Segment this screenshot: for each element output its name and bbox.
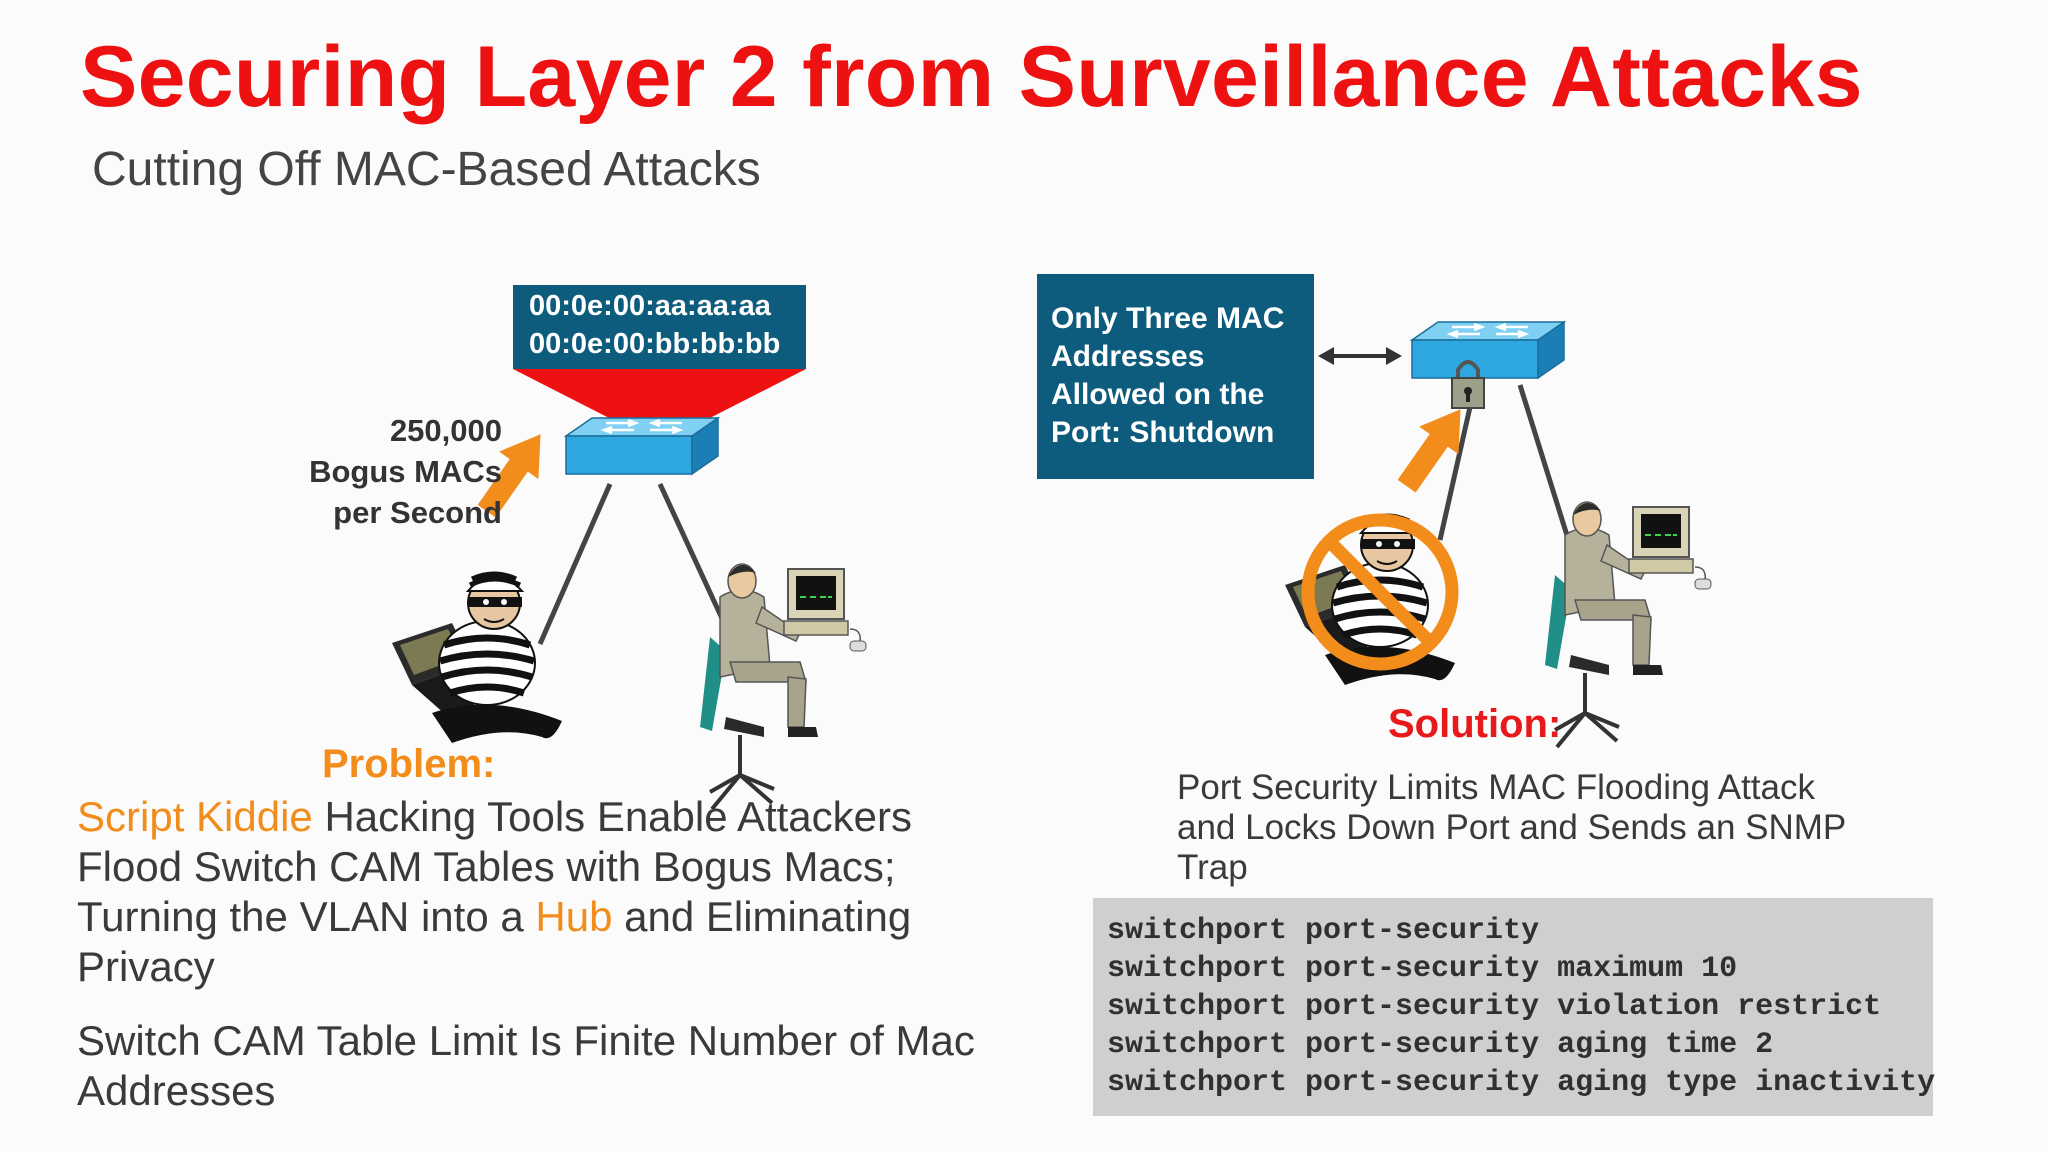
- lock-icon: [1451, 360, 1485, 409]
- page-subtitle: Cutting Off MAC-Based Attacks: [92, 143, 761, 196]
- code-line: switchport port-security aging time 2: [1107, 1028, 1774, 1062]
- user-link: [657, 482, 728, 627]
- highlight-script-kiddie: Script Kiddie: [77, 793, 313, 840]
- page-title: Securing Layer 2 from Surveillance Attac…: [80, 29, 1863, 125]
- port-limit-line: Only Three MAC: [1051, 302, 1285, 335]
- prohibited-icon: [1301, 513, 1459, 671]
- switch-icon: [564, 416, 720, 476]
- code-line: switchport port-security: [1107, 914, 1540, 948]
- flood-funnel: [513, 369, 806, 420]
- mac-address: 00:0e:00:aa:aa:aa: [529, 290, 771, 322]
- double-arrow-icon: [1318, 347, 1402, 365]
- blocked-link: [1437, 384, 1478, 541]
- user-link-right: [1517, 384, 1573, 546]
- highlight-hub: Hub: [535, 893, 613, 940]
- cam-limit-text: Switch CAM Table Limit Is Finite Number …: [77, 1017, 975, 1114]
- arrow-up-icon: [477, 434, 541, 518]
- bogus-macs-label: 250,000 Bogus MACs per Second: [240, 410, 502, 533]
- problem-text-part: and Eliminating Privacy: [77, 893, 912, 990]
- problem-description: Script Kiddie Hacking Tools Enable Attac…: [77, 792, 977, 992]
- bogus-count: 250,000: [389, 413, 502, 448]
- hacker-icon: [392, 574, 562, 743]
- user-workstation-icon: [698, 562, 868, 811]
- code-line: switchport port-security aging type inac…: [1107, 1066, 1936, 1100]
- problem-text-part: Hacking Tools Enable Attackers Flood Swi…: [77, 793, 912, 940]
- solution-description: Port Security Limits MAC Flooding Attack…: [1177, 768, 1846, 887]
- bogus-label-line: Bogus MACs: [309, 454, 502, 489]
- hacker-link: [537, 482, 613, 646]
- switch-icon-right: [1410, 320, 1566, 380]
- mac-address: 00:0e:00:bb:bb:bb: [529, 328, 781, 360]
- port-limit-line: Allowed on the: [1051, 378, 1265, 411]
- code-line: switchport port-security violation restr…: [1107, 990, 1882, 1024]
- problem-heading: Problem:: [322, 742, 496, 786]
- user-workstation-icon-right: [1543, 500, 1713, 749]
- port-limit-line: Port: Shutdown: [1051, 416, 1275, 449]
- port-limit-box: Only Three MAC Addresses Allowed on the …: [1037, 274, 1314, 479]
- port-limit-line: Addresses: [1051, 340, 1205, 373]
- config-code-block: switchport port-security switchport port…: [1093, 898, 1936, 1116]
- solution-heading: Solution:: [1388, 702, 1562, 746]
- mac-address-box: 00:0e:00:aa:aa:aa 00:0e:00:bb:bb:bb: [513, 285, 806, 369]
- arrow-up-icon-right: [1397, 409, 1461, 493]
- code-line: switchport port-security maximum 10: [1107, 952, 1738, 986]
- bogus-label-line: per Second: [333, 495, 502, 530]
